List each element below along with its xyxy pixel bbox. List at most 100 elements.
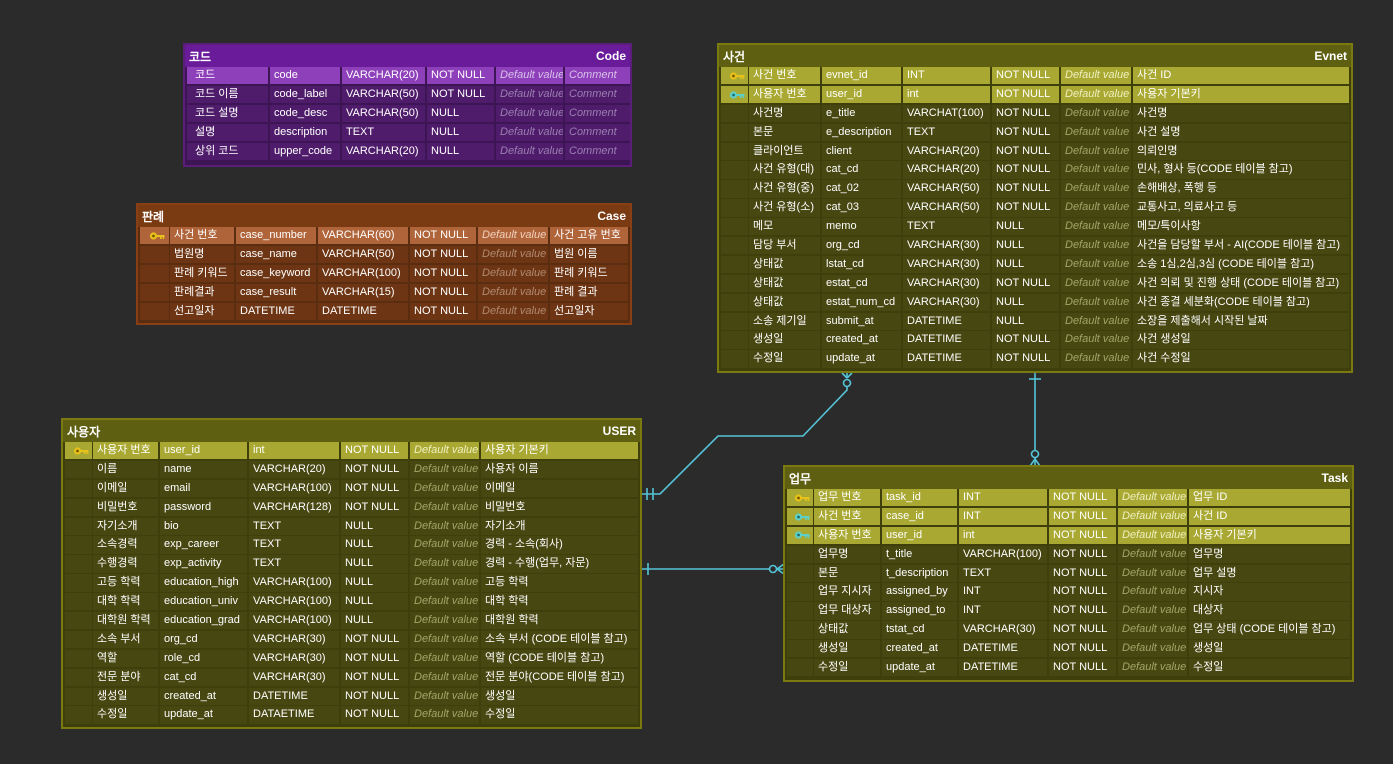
key-cell [721,180,748,198]
cell-logical-name: 상태값 [814,621,880,639]
cell-data-type: VARCHAR(100) [249,612,339,630]
cell-comment: 업무명 [1189,545,1350,563]
cell-default-value: Default value [1061,218,1131,236]
cell-comment: 사건 ID [1189,507,1350,526]
cell-data-type: VARCHAR(50) [903,180,990,198]
cell-data-type: INT [959,602,1047,620]
cell-data-type: VARCHAR(50) [342,85,425,104]
cell-nullability: NOT NULL [410,264,476,283]
cell-column-name: lstat_cd [822,255,901,274]
cell-nullability: NULL [341,593,408,611]
cell-logical-name: 본문 [814,564,880,582]
cell-logical-name: 생성일 [814,640,880,658]
cell-logical-name: 사건 번호 [170,227,234,245]
cell-nullability: NOT NULL [992,350,1059,368]
cell-data-type: VARCHAR(20) [249,460,339,479]
key-cell [787,659,813,677]
cell-column-name: memo [822,218,901,236]
cell-logical-name: 사건 유형(중) [749,180,820,198]
cell-default-value: Default value [1061,331,1131,349]
cell-data-type: DATETIME [959,659,1047,677]
key-cell [721,199,748,217]
cell-column-name: cat_03 [822,199,901,217]
cell-comment: 의뢰인명 [1133,142,1349,160]
cell-default-value: Default value [410,498,479,516]
primary-key-icon [187,67,191,85]
cell-default-value: Default value [410,687,479,705]
cell-nullability: NOT NULL [410,283,476,301]
cell-nullability: NULL [992,237,1059,255]
cell-data-type: TEXT [903,218,990,236]
cell-default-value: Default value [410,555,479,573]
cell-logical-name: 상태값 [749,255,820,274]
primary-key-icon [787,489,813,507]
cell-nullability: NULL [341,555,408,573]
cell-data-type: TEXT [903,123,990,141]
cell-comment: 수정일 [481,706,638,724]
cell-comment: 사건 설명 [1133,123,1349,141]
foreign-key-icon [721,85,748,104]
primary-key-icon [721,67,748,85]
cell-default-value: Default value [478,302,548,320]
cell-data-type: VARCHAR(100) [249,574,339,592]
cell-data-type: INT [903,67,990,85]
key-cell [65,706,92,724]
